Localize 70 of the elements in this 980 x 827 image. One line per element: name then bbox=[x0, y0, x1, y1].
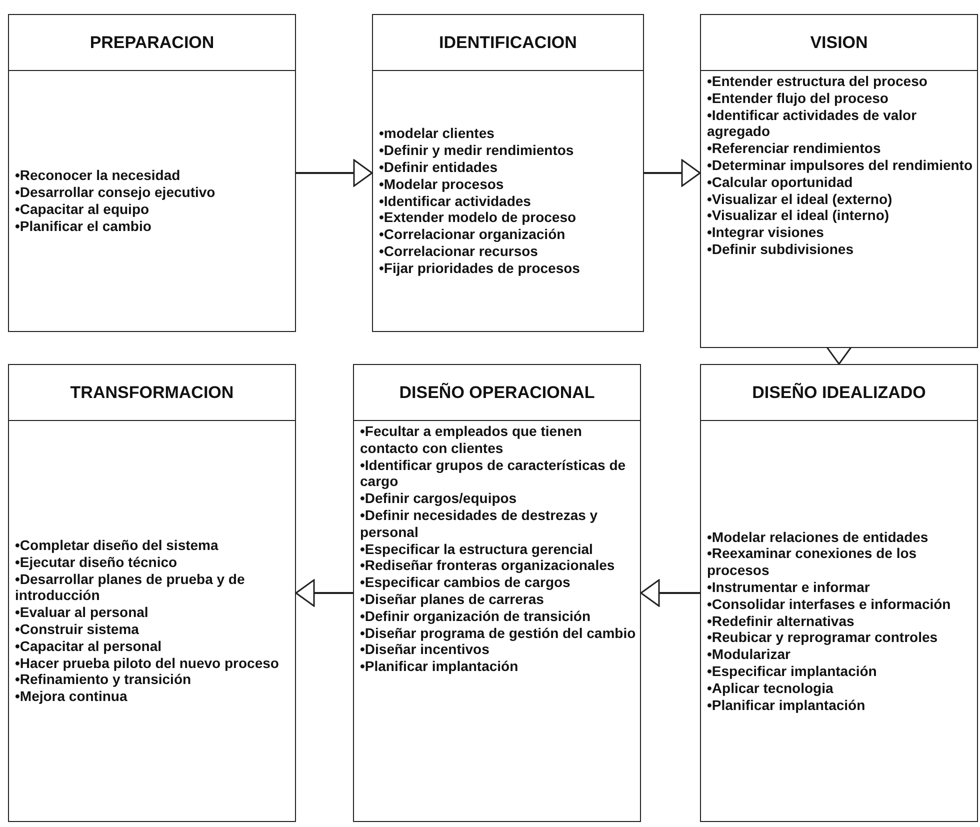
list-item: •Definir cargos/equipos bbox=[360, 490, 517, 507]
list-item: •Identificar grupos de características de cargo bbox=[360, 456, 627, 490]
list-item: •Calcular oportunidad bbox=[707, 174, 853, 191]
list-item: •Consolidar interfases e información bbox=[707, 596, 951, 613]
list-item: •Extender modelo de proceso bbox=[379, 209, 576, 226]
list-item: •Visualizar el ideal (externo) bbox=[707, 190, 892, 208]
list-item: •Capacitar al equipo bbox=[15, 201, 150, 218]
list-item: •Definir organización de transición bbox=[360, 608, 590, 625]
list-item: •Fijar prioridades de procesos bbox=[379, 260, 580, 277]
list-item: •Correlacionar recursos bbox=[379, 242, 538, 260]
arrow bbox=[640, 579, 700, 607]
stage-box bbox=[372, 14, 644, 332]
list-item: •Reexaminar conexiones de los procesos bbox=[707, 545, 918, 579]
list-item: •Definir entidades bbox=[379, 159, 498, 176]
list-item: •Redefinir alternativas bbox=[707, 612, 854, 630]
stage-title: PREPARACION bbox=[90, 32, 214, 52]
list-item: •Entender estructura del proceso bbox=[707, 73, 928, 90]
stage-title: VISION bbox=[810, 32, 868, 52]
list-item: •Fecultar a empleados que tienen contacto con clientes bbox=[360, 423, 583, 457]
list-item: •Desarrollar planes de prueba y de introducción bbox=[15, 570, 246, 604]
list-item: •Construir sistema bbox=[15, 621, 139, 638]
list-item: •Referenciar rendimientos bbox=[707, 140, 881, 157]
stage-title: IDENTIFICACION bbox=[439, 32, 577, 52]
list-item: •Rediseñar fronteras organizacionales bbox=[360, 557, 615, 574]
list-item: •Planificar el cambio bbox=[15, 218, 152, 235]
stage-box bbox=[700, 14, 978, 348]
list-item: •Evaluar al personal bbox=[15, 604, 148, 621]
list-item: •Definir necesidades de destrezas y personal bbox=[360, 506, 599, 541]
list-item: •Planificar implantación bbox=[707, 696, 866, 714]
list-item: •modelar clientes bbox=[379, 125, 494, 142]
list-item: •Modularizar bbox=[707, 646, 790, 663]
list-item: •Hacer prueba piloto del nuevo proceso bbox=[15, 654, 279, 672]
list-item: •Visualizar el ideal (interno) bbox=[707, 207, 890, 224]
list-item: •Modelar procesos bbox=[379, 176, 504, 193]
arrow bbox=[296, 159, 373, 187]
list-item: •Entender flujo del proceso bbox=[707, 90, 888, 107]
stage-title: DISEÑO OPERACIONAL bbox=[399, 382, 595, 402]
arrow bbox=[644, 159, 701, 187]
stage-title: DISEÑO IDEALIZADO bbox=[752, 382, 926, 402]
list-item: •Refinamiento y transición bbox=[15, 671, 192, 688]
list-item: •Correlacionar organización bbox=[379, 226, 566, 243]
list-item: •Desarrollar consejo ejecutivo bbox=[15, 184, 216, 201]
stage-box bbox=[700, 364, 978, 822]
list-item: •Completar diseño del sistema bbox=[15, 537, 218, 554]
list-item: •Reubicar y reprogramar controles bbox=[707, 629, 938, 646]
list-item: •Modelar relaciones de entidades bbox=[707, 528, 928, 546]
list-item: •Planificar implantación bbox=[360, 658, 518, 675]
list-item: •Diseñar incentivos bbox=[360, 641, 490, 658]
stage-box bbox=[8, 14, 296, 332]
list-item: •Reconocer la necesidad bbox=[15, 167, 180, 184]
list-item: •Capacitar al personal bbox=[15, 638, 162, 655]
stage-box bbox=[8, 364, 296, 822]
list-item: •Diseñar planes de carreras bbox=[360, 590, 544, 608]
list-item: •Identificar actividades de valor agregado bbox=[707, 106, 918, 140]
list-item: •Mejora continua bbox=[15, 688, 128, 705]
list-item: •Instrumentar e informar bbox=[707, 579, 870, 596]
list-item: •Ejecutar diseño técnico bbox=[15, 554, 178, 571]
list-item: •Diseñar programa de gestión del cambio bbox=[360, 624, 636, 642]
stage-box bbox=[353, 364, 641, 822]
list-item: •Aplicar tecnologia bbox=[707, 680, 834, 697]
list-item: •Integrar visiones bbox=[707, 224, 824, 241]
list-item: •Definir subdivisiones bbox=[707, 240, 854, 258]
list-item: •Especificar la estructura gerencial bbox=[360, 540, 593, 558]
list-item: •Determinar impulsores del rendimiento bbox=[707, 156, 973, 174]
list-item: •Definir y medir rendimientos bbox=[379, 142, 574, 159]
list-item: •Especificar implantación bbox=[707, 662, 877, 680]
arrow bbox=[295, 579, 353, 607]
stage-title: TRANSFORMACION bbox=[70, 382, 234, 402]
list-item: •Identificar actividades bbox=[379, 192, 531, 210]
list-item: •Especificar cambios de cargos bbox=[360, 574, 570, 591]
